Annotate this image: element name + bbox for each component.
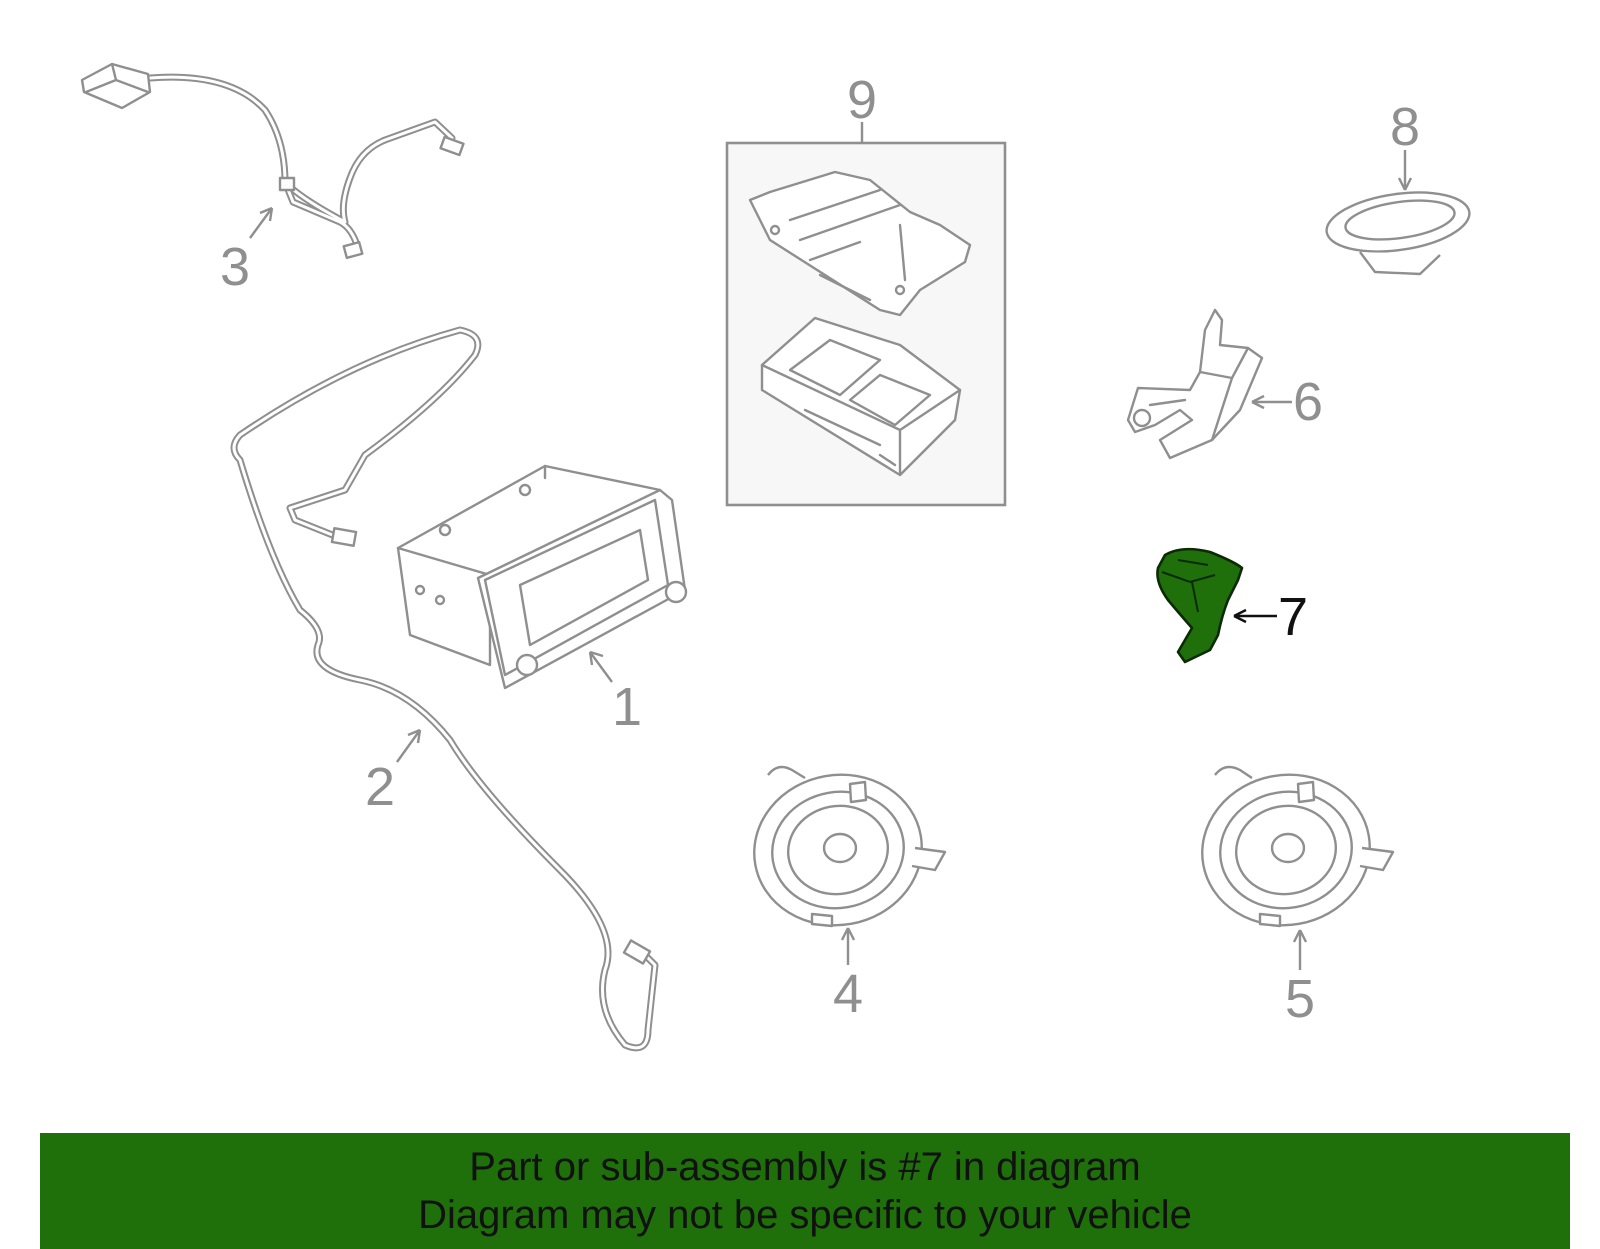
part-1-head-unit[interactable] xyxy=(396,464,688,690)
callout-7: 7 xyxy=(1278,587,1308,647)
callout-5: 5 xyxy=(1285,969,1315,1029)
callout-3: 3 xyxy=(220,237,250,297)
part-7-highlighted[interactable] xyxy=(1156,547,1244,664)
part-5-speaker[interactable] xyxy=(1190,762,1395,939)
part-8-tweeter[interactable] xyxy=(1323,184,1473,276)
callout-8: 8 xyxy=(1390,97,1420,157)
part-3-wiring-harness[interactable] xyxy=(80,62,465,260)
callout-1: 1 xyxy=(612,677,642,737)
part-2-antenna-cable[interactable] xyxy=(230,326,659,1052)
leader-lines xyxy=(249,122,1413,970)
parts-diagram: 1 2 3 4 5 6 7 8 9 xyxy=(80,62,1473,1052)
callout-9: 9 xyxy=(847,70,877,130)
callout-6: 6 xyxy=(1293,372,1323,432)
part-4-speaker[interactable] xyxy=(742,762,947,939)
part-6-bracket[interactable] xyxy=(1126,308,1264,460)
callout-4: 4 xyxy=(833,964,863,1024)
banner-line-2: Diagram may not be specific to your vehi… xyxy=(418,1193,1192,1237)
info-banner: Part or sub-assembly is #7 in diagram Di… xyxy=(40,1133,1570,1249)
part-9-module-box[interactable] xyxy=(725,141,1007,507)
callout-2: 2 xyxy=(365,757,395,817)
banner-line-1: Part or sub-assembly is #7 in diagram xyxy=(469,1145,1141,1189)
